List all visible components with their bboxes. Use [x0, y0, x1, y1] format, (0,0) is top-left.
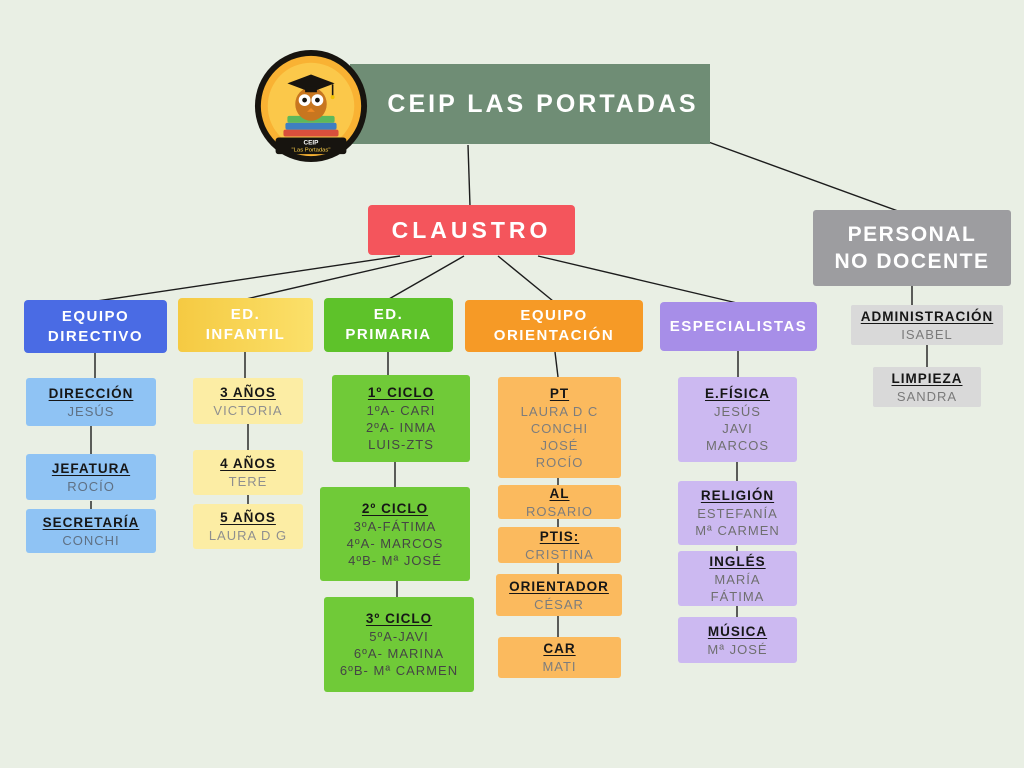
box-car: CAR MATI	[498, 637, 621, 678]
personal-no-docente-node: PERSONAL NO DOCENTE	[813, 210, 1011, 286]
box-musica: MÚSICA Mª JOSÉ	[678, 617, 797, 663]
box-jefatura: JEFATURA ROCÍO	[26, 454, 156, 500]
box-title: PTIS:	[539, 528, 580, 544]
box-secretaria: SECRETARÍA CONCHI	[26, 509, 156, 553]
box-ptis: PTIS: CRISTINA	[498, 527, 621, 563]
header-line: ED.	[230, 306, 261, 323]
box-ingles: INGLÉS MARÍA FÁTIMA	[678, 551, 797, 606]
person-name: FÁTIMA	[710, 588, 765, 604]
person-name: 6ºA- MARINA	[353, 646, 445, 661]
box-title: 1º CICLO	[367, 385, 435, 400]
box-title: MÚSICA	[707, 623, 768, 639]
box-ciclo-2: 2º CICLO 3ºA-FÁTIMA 4ºA- MARCOS 4ºB- Mª …	[320, 487, 470, 581]
person-name: Mª JOSÉ	[707, 641, 768, 657]
person-name: 5ºA-JAVI	[369, 629, 429, 644]
box-5-anos: 5 AÑOS LAURA D G	[193, 504, 303, 549]
person-name: CONCHI	[530, 420, 589, 436]
box-e-fisica: E.FÍSICA JESÚS JAVI MARCOS	[678, 377, 797, 462]
header-line: EQUIPO	[520, 307, 588, 324]
person-name: 2ºA- INMA	[365, 420, 437, 435]
person-name: JAVI	[722, 421, 753, 436]
person-name: LAURA D C	[520, 403, 599, 419]
logo-school-name: "Las Portadas"	[292, 148, 331, 154]
person-name: JESÚS	[67, 403, 115, 419]
header-line: INFANTIL	[205, 326, 286, 343]
header-line: EQUIPO	[61, 307, 130, 325]
pnd-label-line: NO DOCENTE	[834, 250, 990, 273]
person-name: Mª CARMEN	[695, 523, 780, 538]
page-title: CEIP LAS PORTADAS	[387, 89, 699, 118]
person-name: MARÍA	[714, 571, 761, 587]
owl-books-logo-icon: CEIP "Las Portadas"	[254, 49, 368, 163]
box-ciclo-1: 1º CICLO 1ºA- CARI 2ºA- INMA LUIS-ZTS	[332, 375, 470, 462]
box-title: RELIGIÓN	[700, 488, 775, 503]
column-header-ed-infantil: ED. INFANTIL	[178, 298, 313, 352]
box-limpieza: LIMPIEZA SANDRA	[873, 367, 981, 407]
header-line: DIRECTIVO	[47, 327, 144, 345]
person-name: VICTORIA	[213, 402, 283, 418]
box-title: 4 AÑOS	[220, 456, 276, 471]
person-name: ESTEFANÍA	[697, 506, 778, 521]
box-ciclo-3: 3º CICLO 5ºA-JAVI 6ºA- MARINA 6ºB- Mª CA…	[324, 597, 474, 692]
box-title: CAR	[543, 641, 576, 656]
person-name: LUIS-ZTS	[368, 437, 434, 452]
person-name: JOSÉ	[540, 437, 579, 453]
box-religion: RELIGIÓN ESTEFANÍA Mª CARMEN	[678, 481, 797, 545]
box-title: 2º CICLO	[361, 500, 429, 516]
column-header-ed-primaria: ED. PRIMARIA	[324, 298, 453, 352]
person-name: ROCÍO	[67, 478, 115, 494]
header-line: ORIENTACIÓN	[493, 327, 615, 344]
box-title: LIMPIEZA	[891, 370, 963, 386]
box-4-anos: 4 AÑOS TERE	[193, 450, 303, 495]
pnd-label-line: PERSONAL	[847, 223, 977, 246]
box-al: AL ROSARIO	[498, 485, 621, 519]
person-name: TERE	[228, 474, 268, 489]
person-name: 4ºA- MARCOS	[346, 535, 444, 551]
column-header-equipo-orientacion: EQUIPO ORIENTACIÓN	[465, 300, 643, 352]
box-orientador: ORIENTADOR CÉSAR	[496, 574, 622, 616]
person-name: 3ºA-FÁTIMA	[353, 518, 437, 534]
box-title: AL	[549, 485, 570, 501]
box-title: SECRETARÍA	[42, 514, 140, 530]
person-name: 4ºB- Mª JOSÉ	[348, 552, 442, 568]
box-title: JEFATURA	[51, 460, 131, 476]
banner-title-bar: CEIP LAS PORTADAS	[350, 64, 710, 144]
box-title: INGLÉS	[709, 553, 766, 569]
school-logo-badge: CEIP "Las Portadas"	[252, 47, 370, 165]
box-title: 3º CICLO	[365, 611, 433, 626]
box-title: E.FÍSICA	[704, 386, 770, 401]
person-name: MARCOS	[705, 438, 770, 453]
box-direccion: DIRECCIÓN JESÚS	[26, 378, 156, 426]
header-line: ESPECIALISTAS	[669, 317, 808, 335]
box-pt: PT LAURA D C CONCHI JOSÉ ROCÍO	[498, 377, 621, 478]
person-name: ROSARIO	[526, 503, 593, 519]
box-3-anos: 3 AÑOS VICTORIA	[193, 378, 303, 424]
box-title: 5 AÑOS	[220, 510, 276, 525]
claustro-node: CLAUSTRO	[368, 205, 575, 255]
person-name: JESÚS	[714, 404, 761, 419]
box-title: PT	[549, 385, 570, 401]
person-name: ISABEL	[901, 326, 953, 342]
box-title: DIRECCIÓN	[48, 385, 134, 401]
person-name: SANDRA	[896, 388, 958, 404]
header-line: PRIMARIA	[345, 326, 432, 343]
person-name: LAURA D G	[208, 528, 288, 543]
box-title: ADMINISTRACIÓN	[860, 308, 994, 324]
box-title: 3 AÑOS	[220, 384, 276, 400]
header-line: ED.	[373, 306, 404, 323]
column-header-especialistas: ESPECIALISTAS	[660, 302, 817, 351]
person-name: CRISTINA	[525, 546, 594, 562]
person-name: CONCHI	[62, 532, 120, 548]
person-name: ROCÍO	[535, 454, 584, 470]
column-header-equipo-directivo: EQUIPO DIRECTIVO	[24, 300, 167, 353]
person-name: CÉSAR	[534, 596, 584, 612]
person-name: 1ºA- CARI	[366, 403, 436, 418]
person-name: 6ºB- Mª CARMEN	[339, 663, 459, 678]
box-administracion: ADMINISTRACIÓN ISABEL	[851, 305, 1003, 345]
person-name: MATI	[542, 659, 577, 674]
logo-school-abbr: CEIP	[304, 139, 320, 146]
box-title: ORIENTADOR	[509, 578, 609, 594]
